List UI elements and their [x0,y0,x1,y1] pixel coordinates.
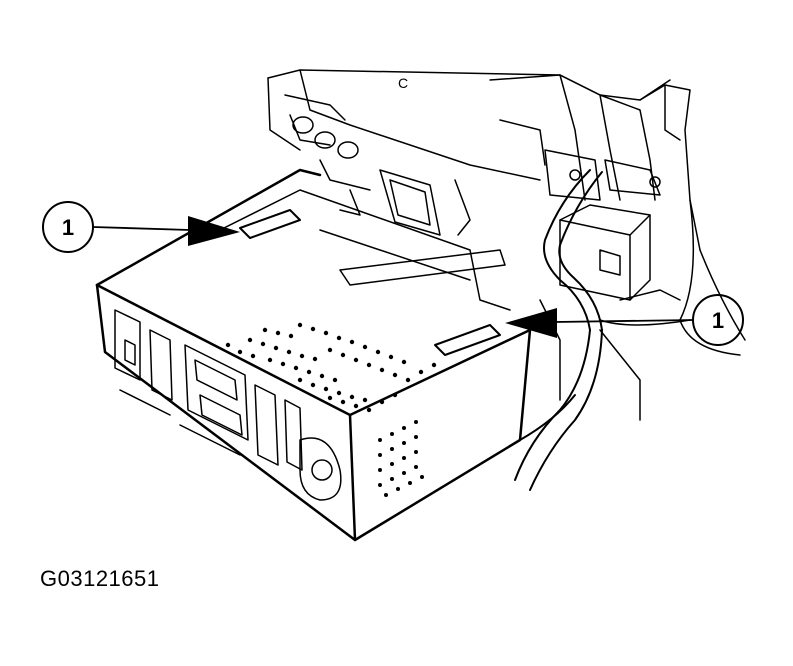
callout-label: 1 [62,215,74,240]
arrow-head-icon [188,216,240,246]
arrow-head-icon [505,308,557,338]
background-mark: C [398,75,408,91]
callout-label: 1 [712,308,724,333]
dashboard-structure: C [267,69,746,421]
callout-1-left: 1 [42,201,240,253]
vent-pattern-side [378,420,424,497]
radio-unit [95,168,532,542]
vent-pattern-top [225,322,437,413]
figure-id: G03121651 [40,566,160,591]
callout-1-right: 1 [505,294,744,346]
